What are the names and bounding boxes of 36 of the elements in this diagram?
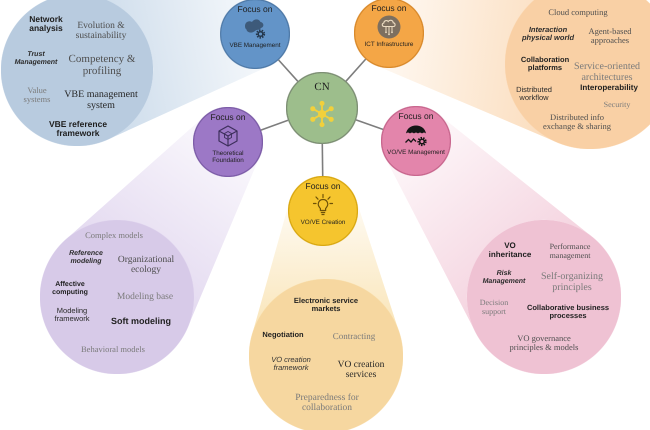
- topic-text: Interoperability: [580, 84, 638, 93]
- focus-heading: Focus on: [306, 182, 340, 192]
- connector-line: [278, 59, 298, 82]
- topic-text: Service-oriented architectures: [572, 61, 642, 83]
- topic-text: Competency & profiling: [68, 53, 136, 78]
- focus-heading: Focus on: [210, 113, 246, 122]
- topic-text: Organizational ecology: [116, 255, 176, 276]
- topic-text: Performance management: [548, 243, 592, 261]
- topic-text: Security: [604, 101, 630, 110]
- topic-text: Distributed info exchange & sharing: [542, 113, 612, 132]
- connector-line: [356, 119, 384, 130]
- focus-heading: Focus on: [398, 112, 434, 122]
- topic-text: Network analysis: [28, 15, 64, 34]
- topic-text: Self-organizing principles: [540, 271, 604, 293]
- topic-text: Value systems: [22, 86, 52, 105]
- topic-text: VO governance principles & models: [508, 334, 580, 353]
- focus-heading: Focus on: [372, 4, 406, 14]
- topic-text: Complex models: [85, 231, 143, 240]
- connector-line: [322, 144, 324, 176]
- connector-line: [260, 119, 288, 131]
- hub-title: CN: [314, 81, 330, 94]
- topic-text: VBE reference framework: [48, 120, 108, 139]
- topic-text: VO inheritance: [488, 242, 532, 260]
- topic-text: VBE management system: [63, 89, 139, 111]
- topic-text: Contracting: [332, 332, 376, 342]
- topic-text: Behavioral models: [81, 345, 145, 354]
- topic-text: Cloud computing: [548, 8, 608, 18]
- connector-line: [345, 58, 366, 82]
- topic-text: Soft modeling: [111, 317, 171, 327]
- topic-text: Modeling base: [116, 292, 174, 302]
- focus-heading: Focus on: [238, 5, 272, 14]
- topic-text: Preparedness for collaboration: [294, 393, 360, 414]
- topic-text: Decision support: [478, 299, 510, 317]
- topic-text: VO creation services: [336, 360, 386, 381]
- topic-text: Agent-based approaches: [588, 27, 632, 46]
- topic-text: Evolution & sustainability: [74, 21, 128, 42]
